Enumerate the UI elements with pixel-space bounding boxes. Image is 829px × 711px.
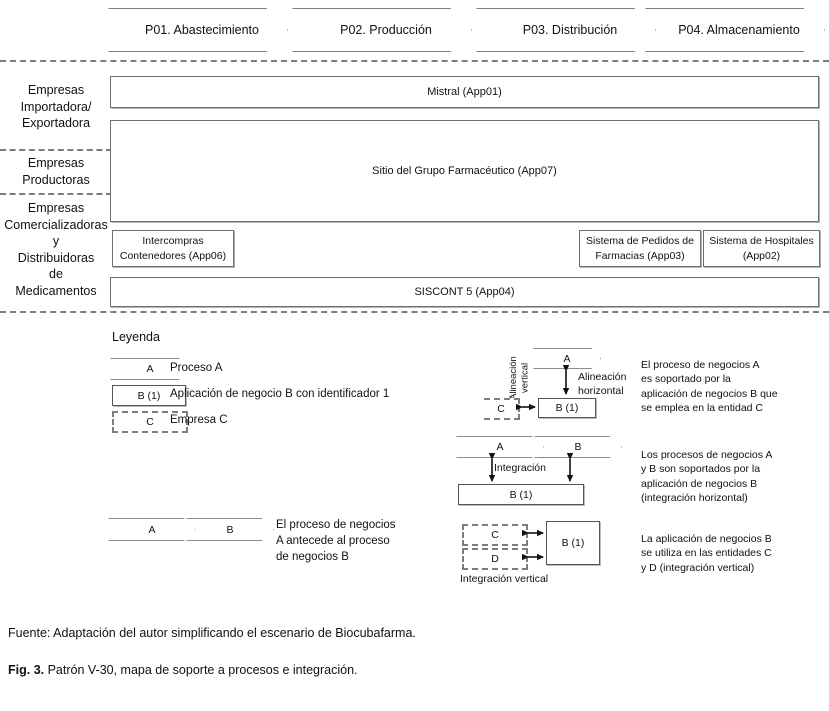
process-chevron-p02: P02. Producción (292, 8, 472, 52)
process-label-p01: P01. Abastecimiento (145, 23, 259, 37)
legend-hintegration-chevron-b: B (534, 436, 622, 458)
legend-alignment-entity-box: C (484, 398, 520, 420)
legend-sequence-label-a: A (148, 523, 156, 536)
legend-alignment-app-label: B (1) (555, 402, 579, 414)
lane-divider-bottom (0, 311, 829, 313)
legend-text-proceso: Proceso A (170, 362, 223, 374)
legend-symbol-empresa-label: C (146, 416, 154, 428)
process-label-p03: P03. Distribución (522, 23, 618, 37)
figure-number: Fig. 3. (8, 663, 45, 677)
legend-vintegration-app-box: B (1) (546, 521, 600, 565)
application-box-app03: Sistema de Pedidos de Farmacias (App03) (579, 230, 701, 267)
legend-alignment-chevron-a: A (533, 348, 601, 369)
application-box-app06: Intercompras Contenedores (App06) (112, 230, 234, 267)
legend-symbol-aplicacion-label: B (1) (137, 389, 161, 402)
legend-hintegration-app-label: B (1) (509, 488, 533, 501)
legend-text-aplicacion: Aplicación de negocio B con identificado… (170, 388, 390, 400)
legend-symbol-empresa: C (112, 411, 188, 433)
process-chevron-p01: P01. Abastecimiento (108, 8, 288, 52)
application-box-app01: Mistral (App01) (110, 76, 819, 108)
legend-hintegration-app-box: B (1) (458, 484, 584, 505)
lane-divider-productoras-comercializadoras (0, 193, 112, 195)
application-label-app07: Sitio del Grupo Farmacéutico (App07) (372, 164, 557, 177)
lane-divider-importadora-productoras (0, 149, 112, 151)
legend-symbol-proceso-label: A (146, 363, 154, 375)
figure-caption: Fig. 3. Patrón V-30, mapa de soporte a p… (8, 663, 358, 677)
application-box-app02: Sistema de Hospitales (App02) (703, 230, 820, 267)
legend-title: Leyenda (112, 330, 160, 344)
legend-hintegration-label-b: B (574, 441, 582, 453)
application-box-app07: Sitio del Grupo Farmacéutico (App07) (110, 120, 819, 222)
source-note: Fuente: Adaptación del autor simplifican… (8, 626, 416, 640)
legend-symbol-proceso: A (110, 358, 190, 380)
lane-label-productoras: Empresas Productoras (22, 156, 90, 187)
legend-hintegration-label-a: A (496, 441, 504, 453)
legend-vintegration-entity-c-label: C (491, 529, 499, 541)
legend-alignment-label-a: A (563, 352, 571, 365)
legend-vintegration-entity-c: C (462, 524, 528, 546)
legend-vintegration-label: Integración vertical (460, 573, 549, 585)
process-label-p04: P04. Almacenamiento (678, 23, 800, 37)
process-chevron-p04: P04. Almacenamiento (645, 8, 825, 52)
lane-divider-top (0, 60, 829, 62)
legend-vintegration-entity-d: D (462, 548, 528, 570)
application-box-app04: SISCONT 5 (App04) (110, 277, 819, 307)
legend-alignment-app-box: B (1) (538, 398, 596, 418)
legend-sequence-chevron-a: A (108, 518, 196, 541)
legend-sequence-chevron-b: B (186, 518, 274, 541)
legend-hintegration-text: Los procesos de negocios A y B son sopor… (641, 449, 773, 505)
lane-label-comercializadoras: Empresas Comercializadoras y Distribuido… (4, 201, 108, 298)
legend-vintegration-app-label: B (1) (561, 537, 585, 549)
application-label-app04: SISCONT 5 (App04) (414, 285, 515, 298)
figure-caption-text: Patrón V-30, mapa de soporte a procesos … (44, 663, 358, 677)
legend-sequence-label-b: B (226, 523, 234, 536)
process-label-p02: P02. Producción (340, 23, 432, 37)
process-chevron-p03: P03. Distribución (476, 8, 656, 52)
legend-sequence-text: El proceso de negocios A antecede al pro… (276, 519, 396, 563)
lane-label-importadora: Empresas Importadora/ Exportadora (20, 83, 92, 130)
legend-vintegration-entity-d-label: D (491, 553, 499, 565)
legend-symbol-aplicacion: B (1) (112, 385, 186, 406)
legend-alignment-text: El proceso de negocios A es soportado po… (641, 359, 778, 415)
legend-hintegration-chevron-a: A (456, 436, 544, 458)
legend-hintegration-label: Integración (494, 462, 546, 474)
legend-vintegration-text: La aplicación de negocios B se utiliza e… (641, 533, 772, 574)
legend-alignment-horizontal-label: Alineación horizontal (578, 371, 627, 398)
legend-text-empresa: Empresa C (170, 414, 228, 426)
application-label-app01: Mistral (App01) (427, 85, 502, 98)
legend-alignment-entity-label: C (497, 403, 505, 415)
